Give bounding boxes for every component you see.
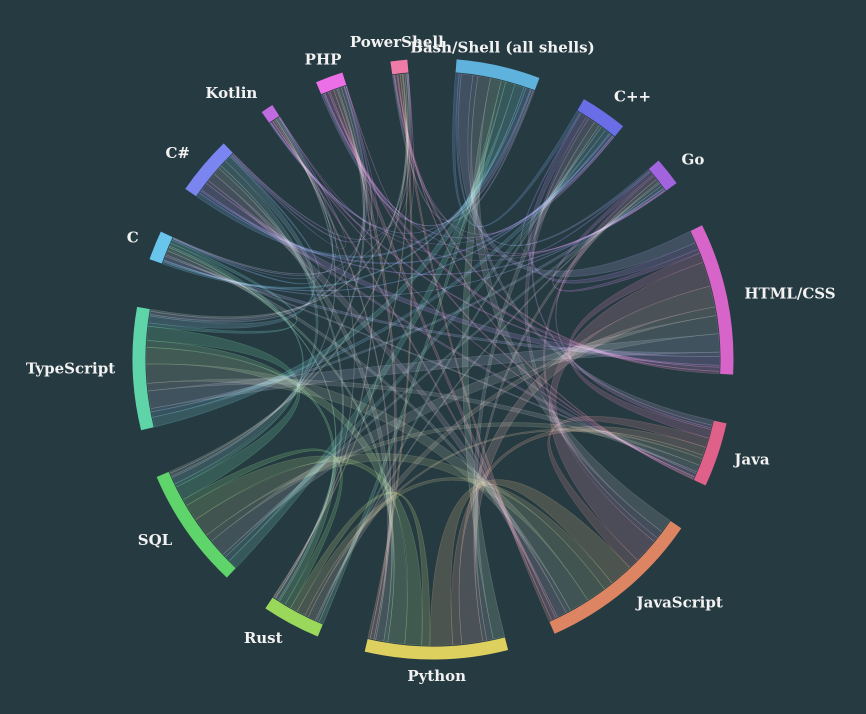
- ribbon-c-csharp: [171, 155, 320, 285]
- ribbon-java-powershell: [396, 74, 694, 480]
- ribbon-cpp-php: [322, 93, 615, 239]
- arc-cpp[interactable]: [577, 99, 624, 137]
- ribbon-bash-shell-all-shells-csharp: [196, 87, 531, 258]
- label-php: PHP: [305, 51, 342, 69]
- label-java: Java: [732, 451, 770, 469]
- ribbon-bash-shell-all-shells-kotlin: [269, 89, 532, 234]
- ribbon-csharp-php: [231, 85, 373, 243]
- ribbon-python-powershell: [367, 73, 413, 639]
- arc-javascript[interactable]: [549, 520, 682, 634]
- arc-php[interactable]: [316, 72, 347, 95]
- ribbon-java-typescript: [147, 378, 700, 473]
- ribbon-csharp-kotlin: [230, 116, 347, 249]
- ribbon-kotlin-php: [279, 85, 378, 232]
- ribbon-go-php: [324, 93, 666, 257]
- ribbon-html-css-powershell: [394, 74, 720, 375]
- arc-bash-shell-all-shells[interactable]: [455, 59, 540, 91]
- arc-kotlin[interactable]: [261, 105, 280, 123]
- ribbon-typescript-powershell: [150, 73, 410, 319]
- ribbon-php-powershell: [345, 73, 415, 220]
- label-powershell: PowerShell: [350, 33, 444, 51]
- label-go: Go: [682, 151, 705, 169]
- label-javascript: JavaScript: [635, 593, 723, 611]
- arc-powershell[interactable]: [390, 59, 409, 75]
- ribbon-c-kotlin: [172, 117, 337, 280]
- label-python: Python: [407, 667, 466, 685]
- label-kotlin: Kotlin: [205, 84, 257, 102]
- arc-c[interactable]: [149, 231, 173, 264]
- arc-java[interactable]: [693, 420, 727, 486]
- ribbon-javascript-python: [429, 479, 631, 646]
- ribbons-layer: [146, 73, 720, 646]
- label-sql: SQL: [138, 531, 173, 549]
- ribbon-rust-typescript: [146, 340, 336, 605]
- ribbon-html-css-java: [568, 252, 712, 439]
- ribbon-javascript-powershell: [397, 74, 552, 622]
- ribbon-sql-typescript: [146, 325, 301, 500]
- ribbon-go-rust: [314, 181, 660, 622]
- arc-typescript[interactable]: [132, 306, 154, 431]
- ribbon-rust-php: [273, 88, 375, 599]
- label-csharp: C#: [165, 144, 190, 162]
- label-html-css: HTML/CSS: [744, 284, 835, 302]
- arc-go[interactable]: [648, 160, 677, 191]
- arc-csharp[interactable]: [185, 143, 233, 197]
- arc-html-css[interactable]: [690, 225, 734, 375]
- ribbon-java-php: [328, 91, 695, 480]
- ribbon-go-java: [555, 174, 712, 430]
- arc-rust[interactable]: [265, 597, 323, 637]
- ribbon-rust-powershell: [272, 73, 409, 598]
- ribbon-cpp-kotlin: [270, 122, 614, 245]
- ribbon-python-rust: [290, 491, 431, 646]
- ribbon-go-powershell: [393, 74, 666, 254]
- ribbon-c-powershell: [172, 73, 410, 275]
- arcs-layer: [132, 59, 734, 660]
- ribbon-sql-powershell: [169, 73, 408, 474]
- ribbon-bash-shell-all-shells-powershell: [392, 74, 535, 222]
- label-cpp: C++: [614, 88, 651, 106]
- ribbon-go-typescript: [150, 185, 664, 413]
- ribbon-typescript-csharp: [148, 156, 315, 329]
- ribbon-go-python: [473, 179, 659, 642]
- ribbon-java-csharp: [206, 180, 697, 477]
- ribbon-cpp-powershell: [393, 74, 615, 235]
- label-rust: Rust: [244, 629, 283, 647]
- label-bash-shell-all-shells: Bash/Shell (all shells): [410, 39, 594, 57]
- ribbon-csharp-powershell: [232, 73, 411, 240]
- label-c: C: [127, 229, 139, 247]
- arc-sql[interactable]: [156, 471, 236, 578]
- ribbon-typescript-c: [148, 239, 298, 334]
- label-typescript: TypeScript: [26, 359, 115, 377]
- arc-python[interactable]: [364, 637, 509, 660]
